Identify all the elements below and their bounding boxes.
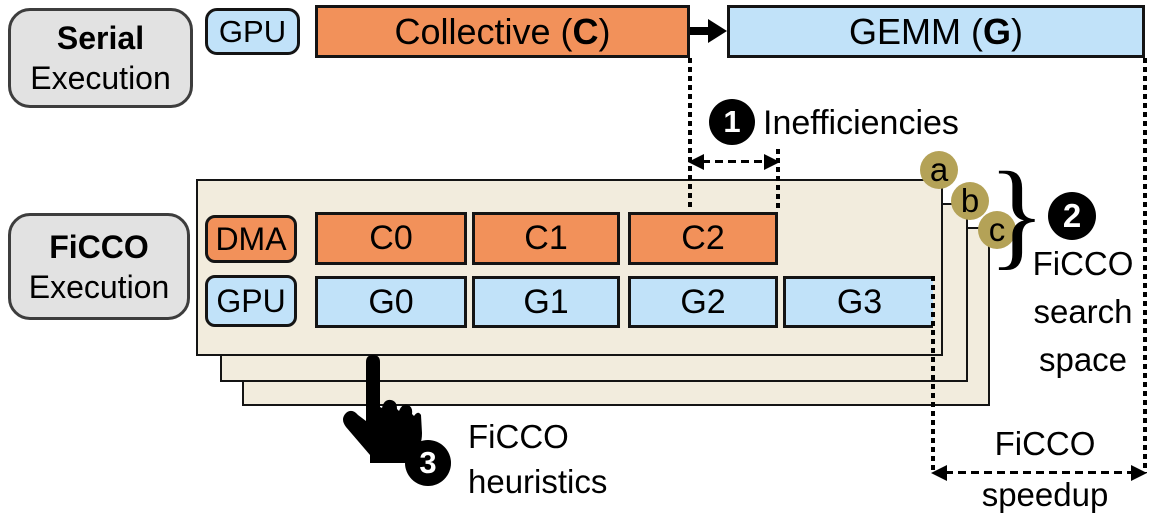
ficco-gpu-label: GPU [216, 282, 286, 319]
ficco-execution-label: FiCCO Execution [8, 213, 190, 320]
inefficiency-arrow-right-head-icon [764, 154, 780, 170]
speedup-arrow-right-head-icon [1131, 465, 1147, 481]
ficco-dma-label: DMA [215, 220, 287, 257]
inefficiency-arrow-shaft [702, 160, 764, 163]
serial-gpu-label: GPU [218, 13, 287, 49]
inefficiency-arrow-left-head-icon [688, 154, 704, 170]
c0-label: C0 [369, 219, 413, 257]
c1-block: C1 [472, 212, 620, 265]
layer-tag-c: c [978, 211, 1016, 249]
gemm-end-dotted-line [1143, 58, 1147, 473]
badge-2-number: 2 [1062, 197, 1082, 234]
c2-block: C2 [628, 212, 778, 265]
serial-execution-label: Serial Execution [8, 8, 193, 108]
ficco-layer-1 [196, 179, 943, 356]
search-space-brace: } [988, 147, 1046, 280]
search-space-line2: search [1033, 293, 1133, 330]
c2-end-dotted-line [776, 149, 780, 211]
tag-b-label: b [960, 182, 980, 219]
search-space-line3: space [1038, 341, 1128, 378]
ficco-gpu-chip: GPU [205, 275, 297, 327]
serial-title: Serial [56, 20, 145, 56]
badge-2: 2 [1048, 192, 1096, 240]
layer-tag-b: b [951, 182, 989, 220]
g0-block: G0 [315, 276, 467, 328]
serial-gpu-chip: GPU [205, 8, 300, 55]
g2-block: G2 [628, 276, 778, 328]
speedup-label-bottom: speedup [981, 476, 1109, 513]
tag-c-label: c [988, 211, 1006, 248]
g3-end-dotted-line [931, 276, 935, 473]
gemm-label: GEMM (G) [849, 10, 1023, 52]
ficco-subtitle: Execution [28, 268, 170, 305]
speedup-label-top: FiCCO [994, 425, 1096, 462]
layer-tag-a: a [920, 151, 958, 189]
collective-end-dotted-line [688, 58, 692, 211]
g3-block: G3 [783, 276, 933, 328]
serial-gemm-block: GEMM (G) [727, 5, 1145, 58]
search-space-label: FiCCO search space [1016, 240, 1150, 384]
speedup-arrow-left-head-icon [931, 465, 947, 481]
c1-label: C1 [524, 219, 568, 257]
speedup-arrow-shaft [945, 471, 1135, 474]
ficco-title: FiCCO [49, 228, 149, 265]
tag-a-label: a [929, 151, 949, 188]
heuristics-line2: heuristics [468, 463, 608, 500]
serial-arrow-head-icon [708, 19, 727, 43]
serial-arrow-shaft [690, 27, 712, 35]
hand-pointer-icon [343, 355, 422, 463]
serial-collective-block: Collective (C) [315, 5, 690, 58]
c2-label: C2 [681, 219, 725, 257]
badge-3-number: 3 [419, 445, 437, 480]
g1-block: G1 [472, 276, 620, 328]
inefficiencies-label: Inefficiencies [763, 104, 959, 142]
collective-label: Collective (C) [394, 10, 611, 52]
badge-1-number: 1 [723, 104, 741, 139]
c0-block: C0 [315, 212, 467, 265]
g2-label: G2 [680, 282, 726, 321]
ficco-dma-chip: DMA [205, 215, 297, 263]
heuristics-label: FiCCO heuristics [468, 414, 607, 504]
g0-label: G0 [368, 282, 414, 321]
badge-3: 3 [405, 440, 451, 486]
g3-label: G3 [836, 282, 883, 321]
badge-1: 1 [709, 99, 755, 145]
search-space-line1: FiCCO [1032, 245, 1134, 282]
serial-subtitle: Execution [30, 60, 171, 96]
heuristics-line1: FiCCO [468, 418, 569, 455]
g1-label: G1 [523, 282, 569, 321]
